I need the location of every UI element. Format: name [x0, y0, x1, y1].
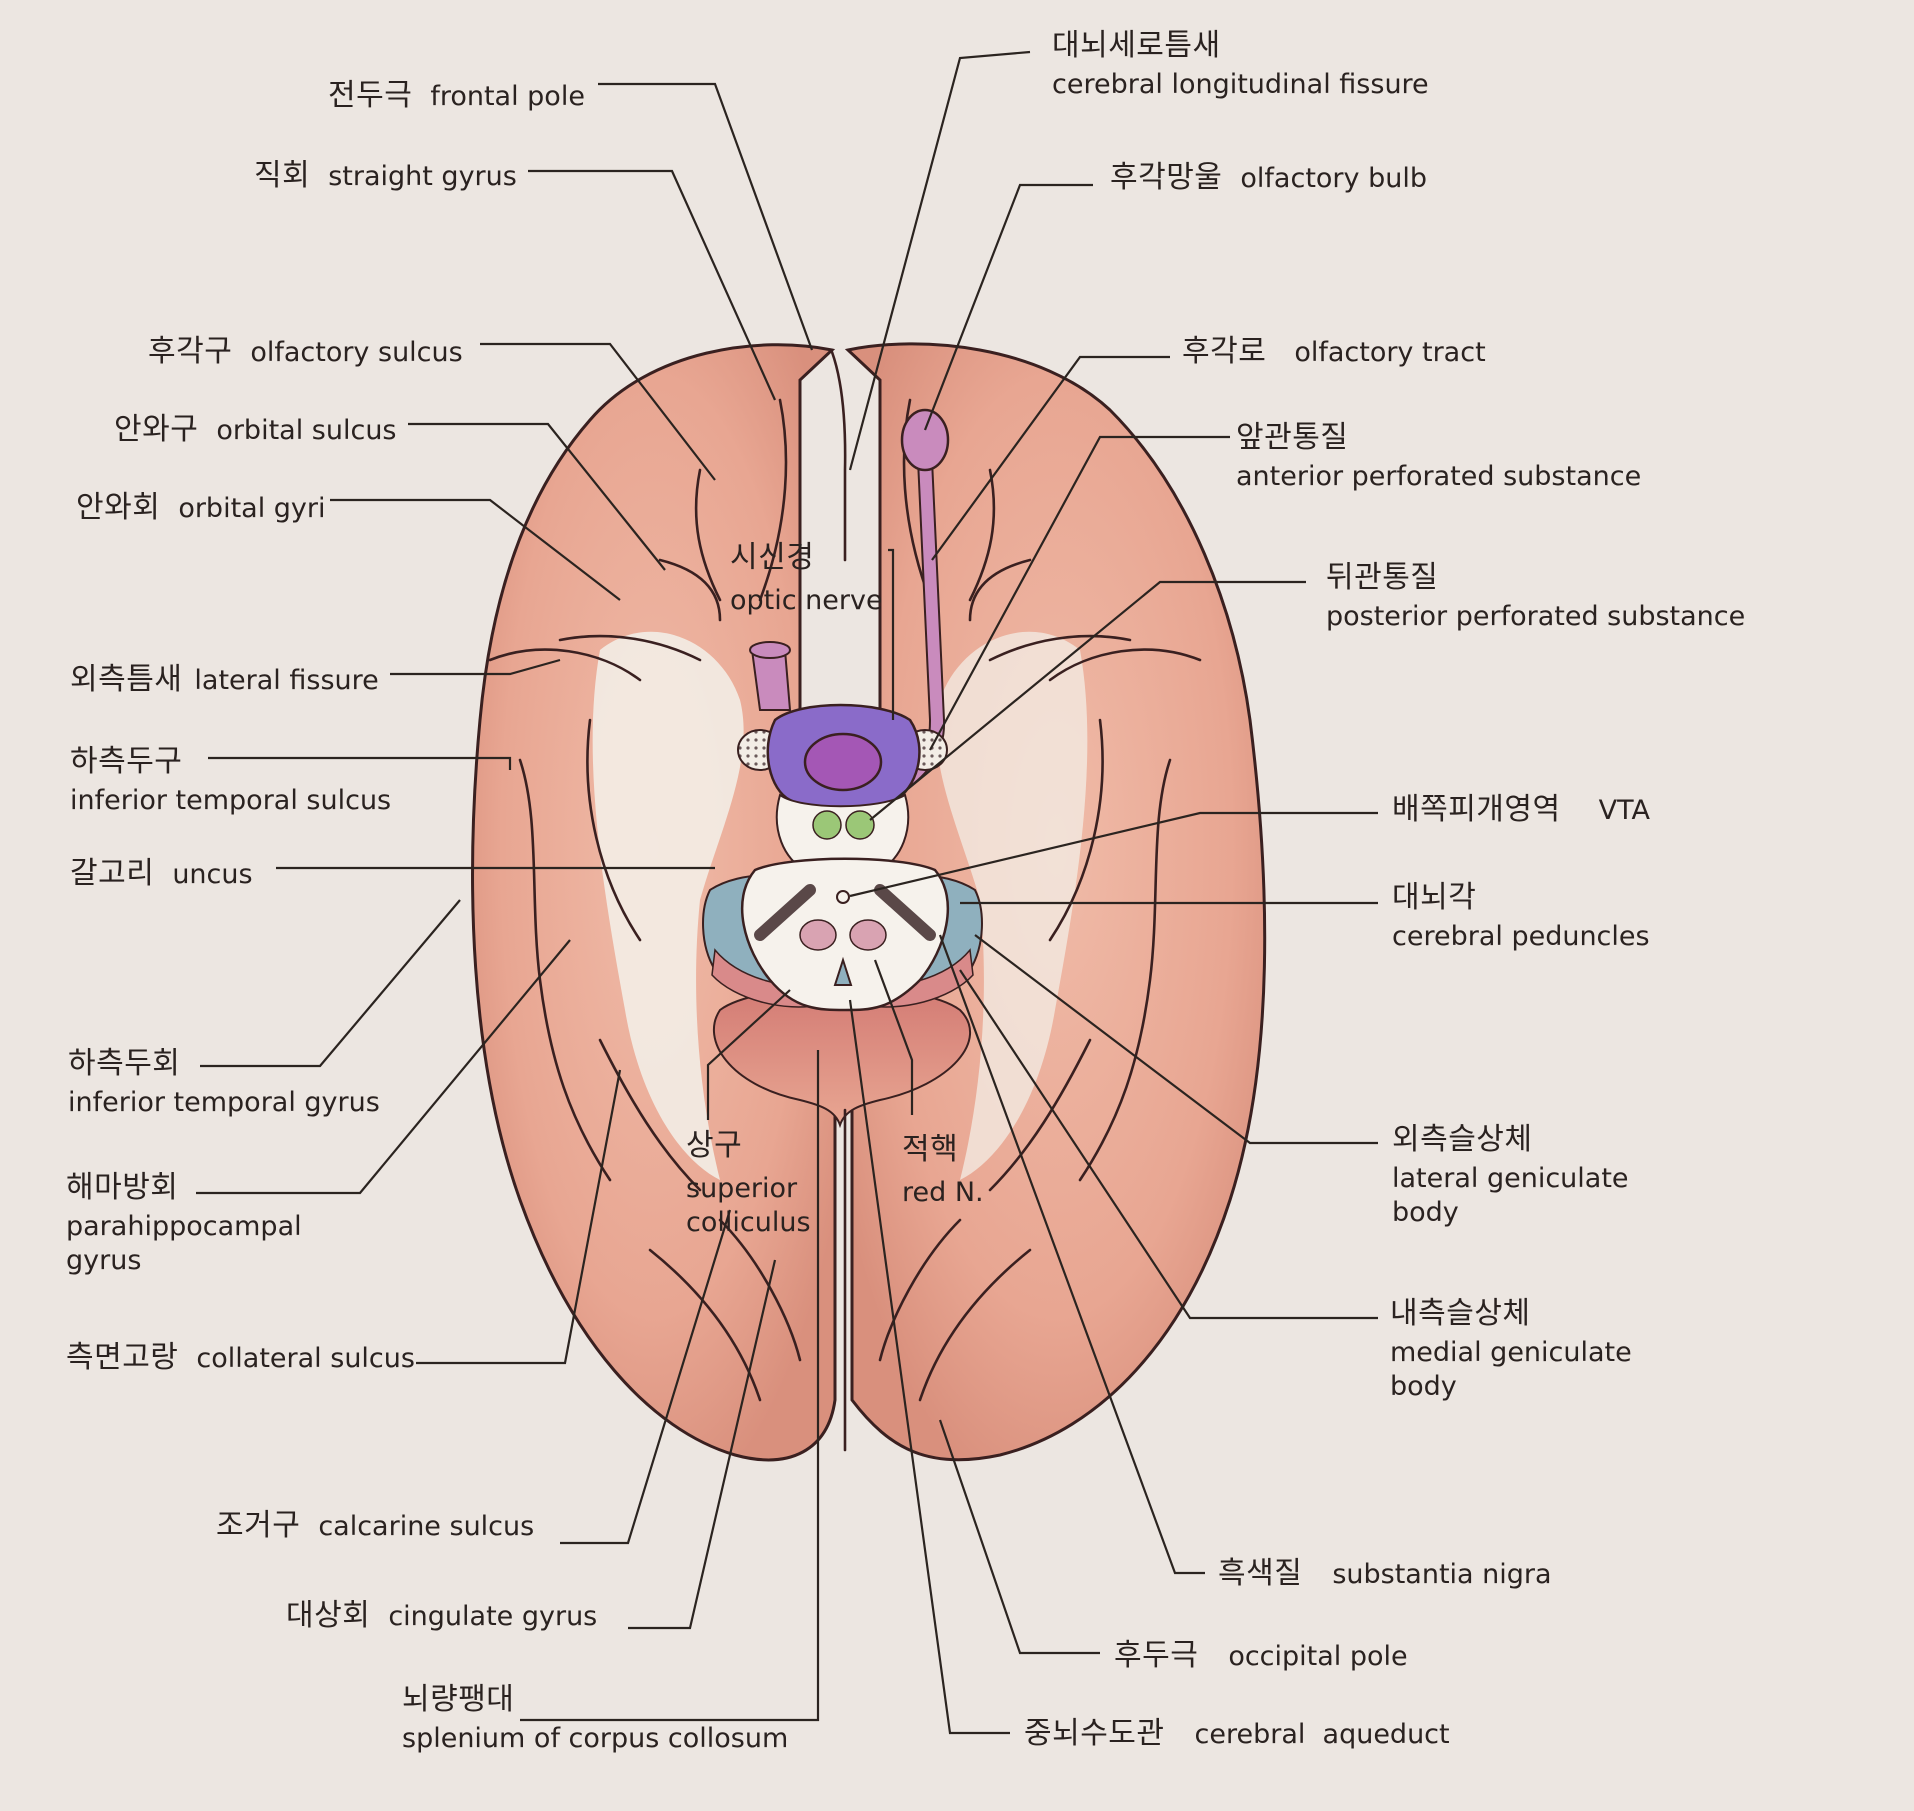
right-mammillary-body	[846, 811, 874, 839]
left-red-nucleus	[800, 920, 836, 950]
vta-dot	[837, 891, 849, 903]
hypophysis	[805, 734, 881, 790]
left-mammillary-body	[813, 811, 841, 839]
right-red-nucleus	[850, 920, 886, 950]
right-olfactory-bulb	[902, 410, 948, 470]
